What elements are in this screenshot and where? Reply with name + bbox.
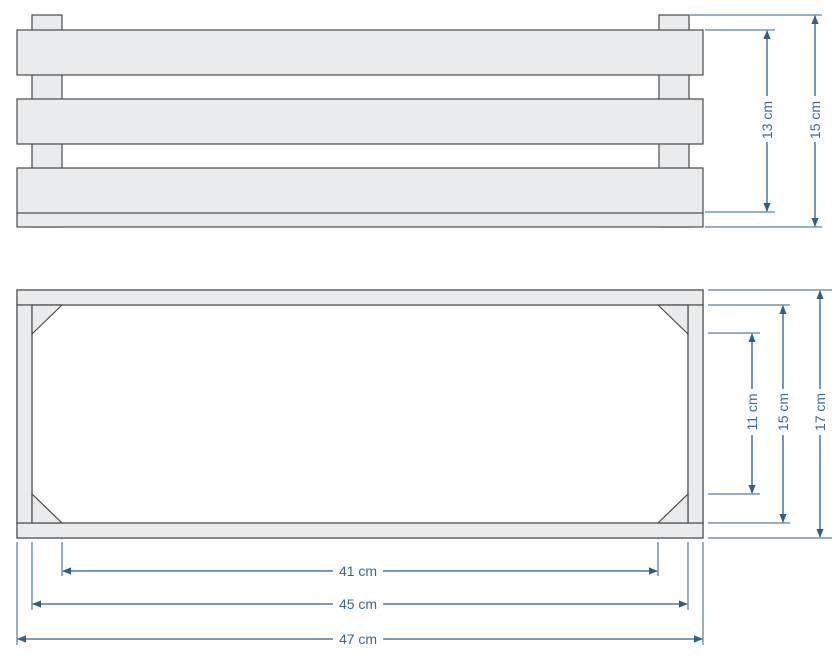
label-13cm: 13 cm (759, 101, 775, 139)
left-board (16, 304, 33, 524)
bottom-rail (16, 211, 704, 228)
front-dimensions: 13 cm 15 cm (690, 14, 824, 228)
slat-bottom (16, 167, 704, 214)
label-15cm-front: 15 cm (807, 101, 823, 139)
label-15cm-top: 15 cm (775, 393, 791, 431)
label-11cm: 11 cm (744, 393, 760, 430)
top-horizontal-dimensions: 41 cm 45 cm 47 cm (16, 542, 704, 648)
slat-top (16, 29, 704, 76)
label-17cm: 17 cm (812, 393, 828, 431)
top-board (16, 289, 704, 306)
corner-block-tl (31, 304, 64, 336)
slat-middle (16, 98, 704, 145)
label-47cm: 47 cm (339, 631, 377, 647)
front-view (16, 14, 704, 228)
right-board (687, 304, 704, 524)
label-45cm: 45 cm (339, 596, 377, 612)
bottom-board (16, 522, 704, 539)
top-vertical-dimensions: 11 cm 15 cm 17 cm (708, 289, 832, 539)
label-41cm: 41 cm (339, 563, 377, 579)
top-view (16, 289, 704, 539)
corner-block-br (656, 492, 689, 524)
inner-opening (31, 304, 689, 524)
corner-block-tr (656, 304, 689, 336)
corner-block-bl (31, 492, 64, 524)
